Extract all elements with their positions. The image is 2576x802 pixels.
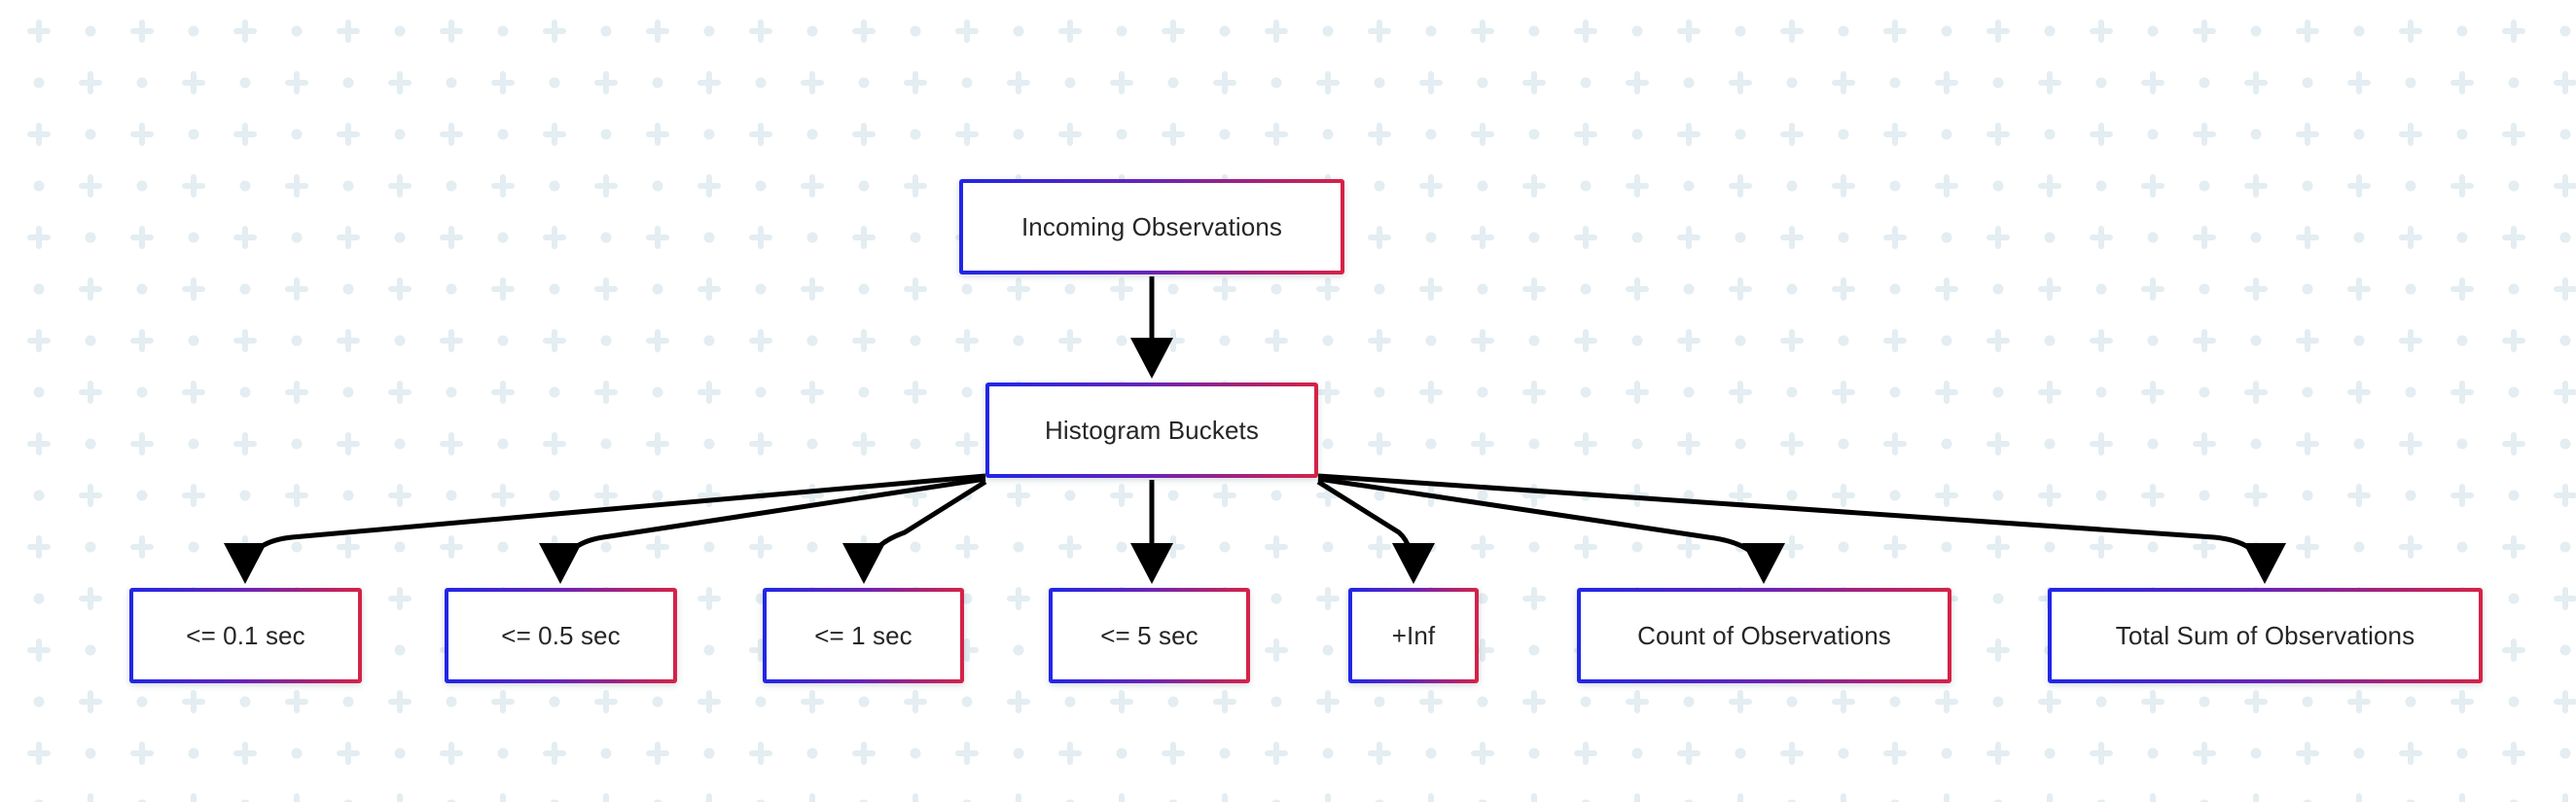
node-label: Histogram Buckets xyxy=(1045,415,1259,445)
node-bucket-0-1-sec[interactable]: <= 0.1 sec xyxy=(129,588,362,683)
node-total-sum-of-observations[interactable]: Total Sum of Observations xyxy=(2048,588,2483,683)
node-bucket-0-5-sec[interactable]: <= 0.5 sec xyxy=(445,588,677,683)
edge-buckets-to-count xyxy=(1317,476,1785,584)
edge-buckets-to-sum xyxy=(1317,473,2286,584)
node-label: Count of Observations xyxy=(1637,620,1891,650)
edge-buckets-to-bucket-0-5 xyxy=(539,476,986,584)
edge-buckets-to-bucket-inf xyxy=(1316,479,1435,585)
edge-buckets-to-bucket-0-1 xyxy=(224,473,986,584)
node-label: <= 0.1 sec xyxy=(186,620,305,650)
node-incoming-observations[interactable]: Incoming Observations xyxy=(959,179,1344,274)
node-label: Incoming Observations xyxy=(1020,211,1282,241)
node-label: <= 1 sec xyxy=(814,620,912,650)
node-bucket-1-sec[interactable]: <= 1 sec xyxy=(763,588,964,683)
edge-buckets-to-bucket-1 xyxy=(842,479,987,584)
node-count-of-observations[interactable]: Count of Observations xyxy=(1577,588,1951,683)
node-label: <= 0.5 sec xyxy=(501,620,621,650)
node-histogram-buckets[interactable]: Histogram Buckets xyxy=(985,383,1318,478)
node-label: +Inf xyxy=(1391,620,1436,650)
node-label: Total Sum of Observations xyxy=(2115,620,2415,650)
node-bucket-5-sec[interactable]: <= 5 sec xyxy=(1049,588,1250,683)
node-label: <= 5 sec xyxy=(1100,620,1199,650)
node-bucket-plus-inf[interactable]: +Inf xyxy=(1348,588,1479,683)
